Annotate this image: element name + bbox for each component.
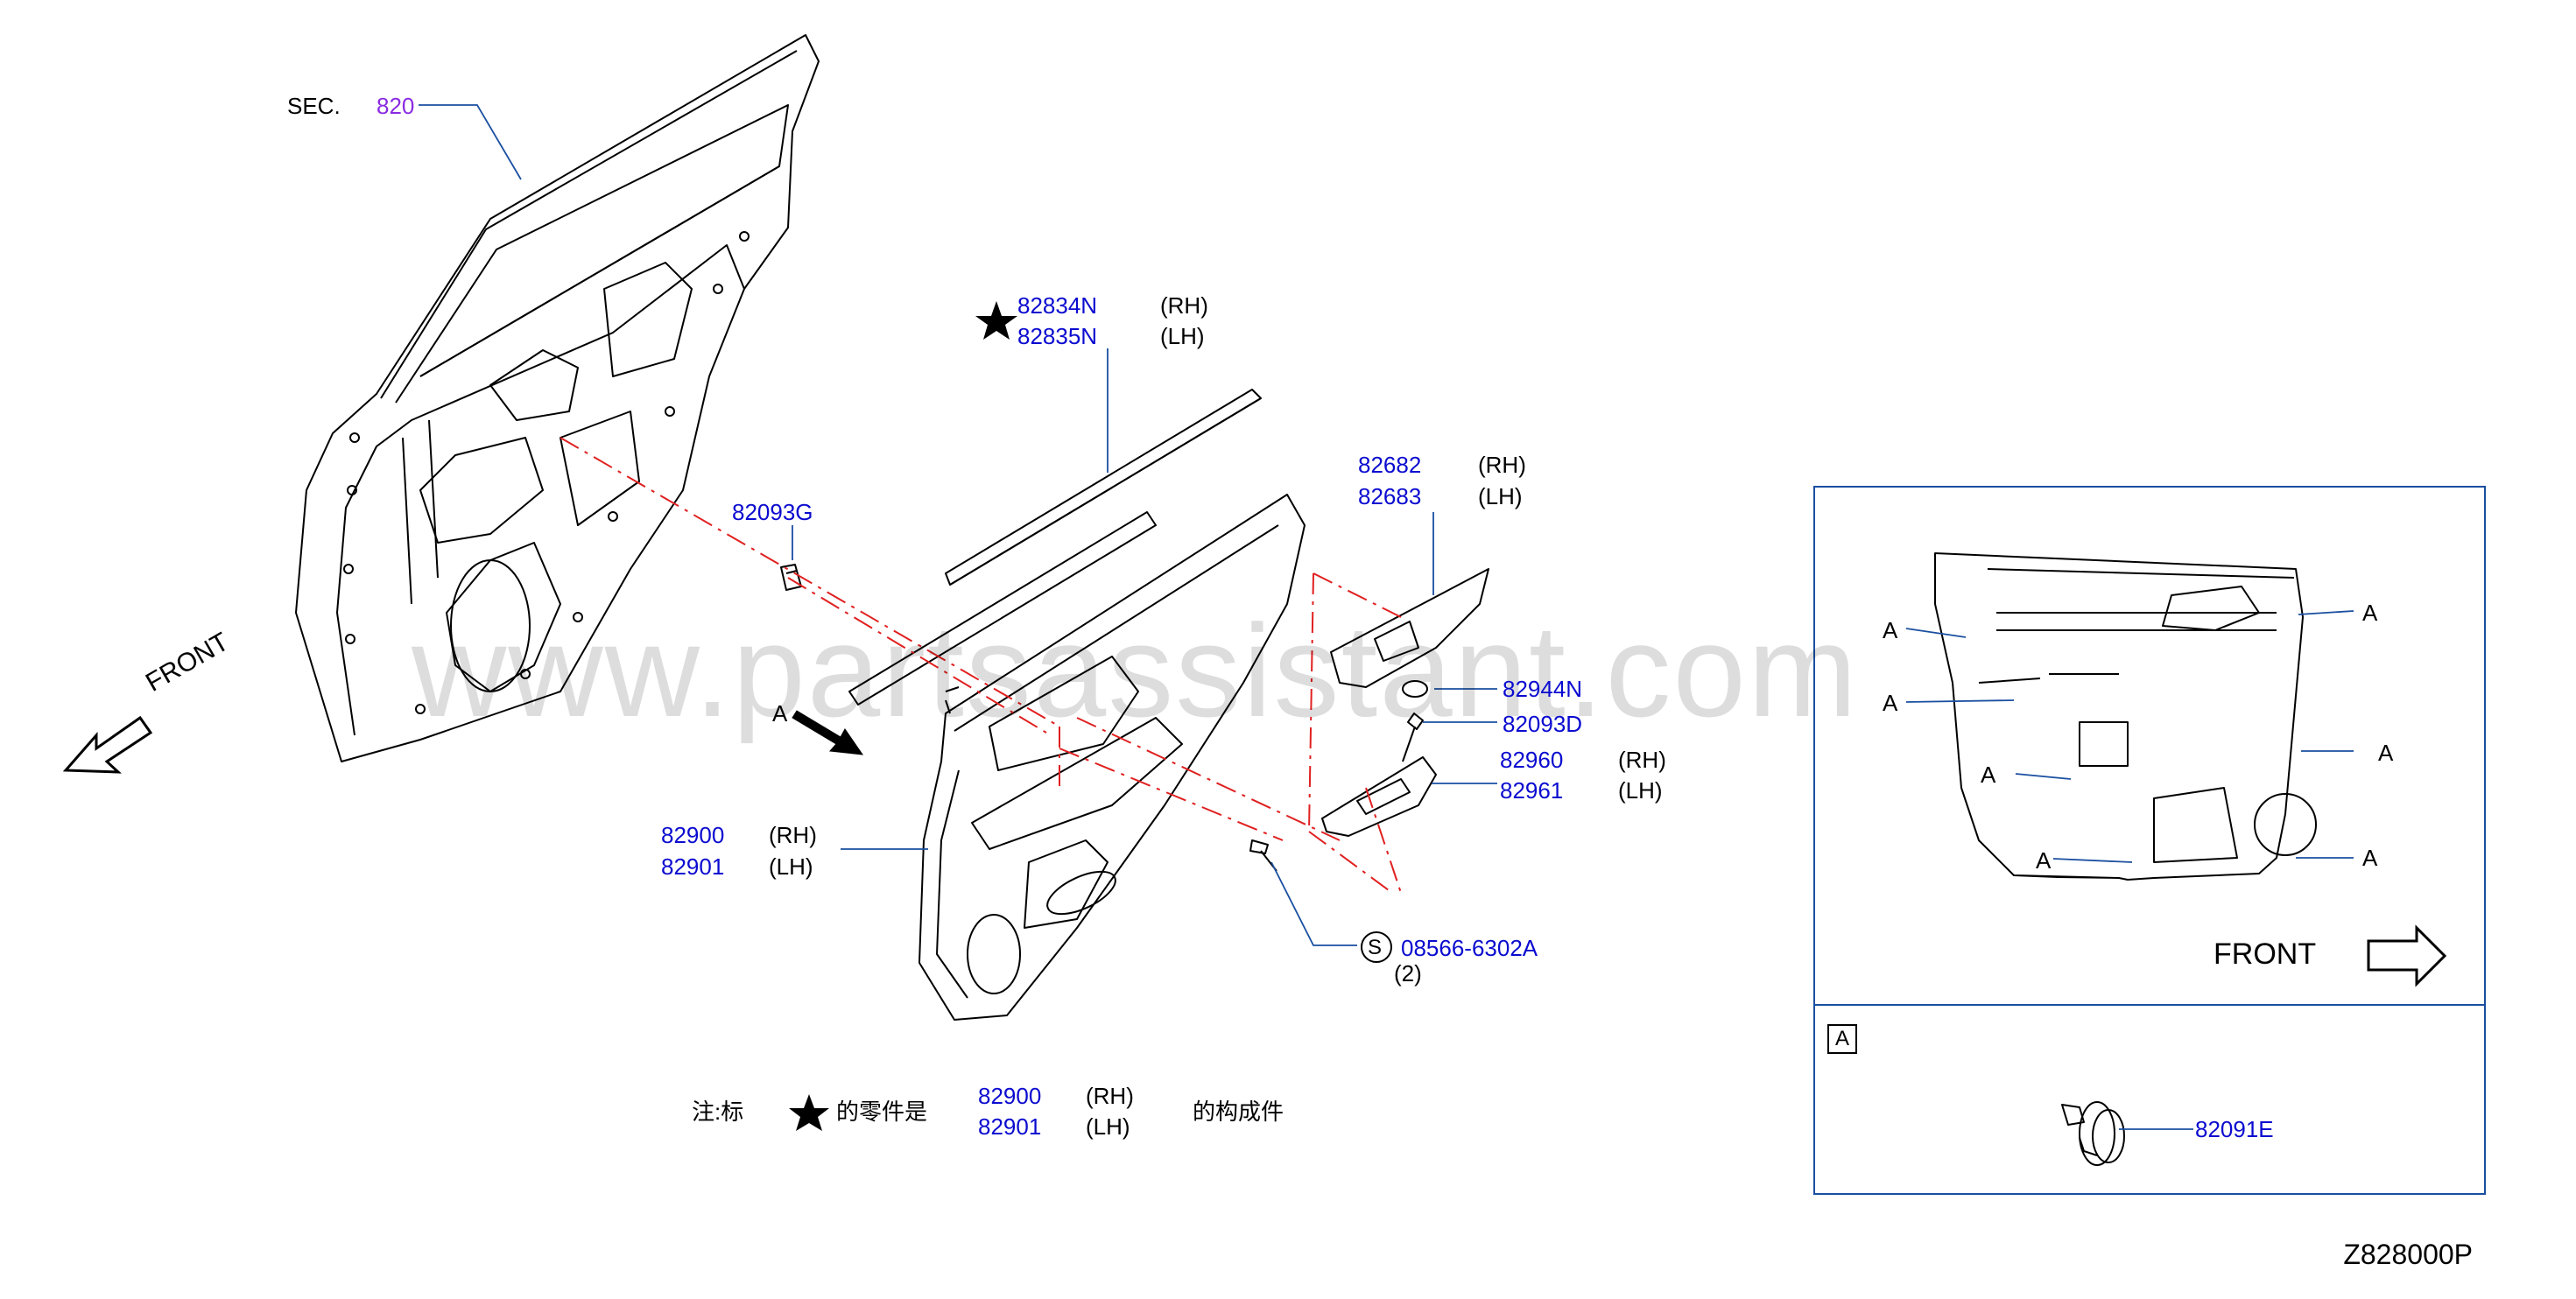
rh-82834n: (RH) bbox=[1160, 292, 1208, 319]
part-82835n[interactable]: 82835N bbox=[1017, 323, 1098, 349]
note-part-82900[interactable]: 82900 bbox=[978, 1083, 1042, 1109]
alignment-lines bbox=[560, 437, 1402, 894]
part-82091e[interactable]: 82091E bbox=[2195, 1116, 2274, 1142]
finisher-strip bbox=[848, 511, 1157, 706]
lh-82961: (LH) bbox=[1618, 777, 1663, 804]
weatherstrip-moulding bbox=[945, 389, 1262, 586]
door-shell bbox=[295, 34, 820, 762]
front-arrow-right-icon bbox=[2367, 924, 2447, 987]
note-suffix: 的构成件 bbox=[1193, 1099, 1284, 1125]
part-82960[interactable]: 82960 bbox=[1500, 747, 1564, 773]
sec-prefix: SEC. bbox=[287, 93, 341, 119]
note-part-82901[interactable]: 82901 bbox=[978, 1113, 1042, 1140]
inset-a-7: A bbox=[2362, 845, 2378, 871]
inset-door-trim bbox=[1934, 552, 2317, 881]
star-icon bbox=[975, 301, 1017, 340]
inset-frame bbox=[1813, 486, 2486, 1195]
rh-82682: (RH) bbox=[1478, 452, 1526, 478]
part-82093d[interactable]: 82093D bbox=[1503, 711, 1583, 737]
part-82834n[interactable]: 82834N bbox=[1017, 292, 1098, 319]
note-star-icon bbox=[789, 1094, 829, 1131]
screw-s-symbol: S bbox=[1368, 936, 1383, 959]
door-trim-panel bbox=[918, 494, 1306, 1021]
diagram-code: Z828000P bbox=[2343, 1239, 2473, 1270]
screw-s-circle-icon bbox=[1361, 931, 1392, 963]
inset-a-5: A bbox=[2362, 600, 2378, 626]
part-82900[interactable]: 82900 bbox=[661, 822, 725, 848]
part-82944n[interactable]: 82944N bbox=[1503, 676, 1583, 702]
front-label-inset: FRONT bbox=[2214, 937, 2317, 971]
view-a-marker: A bbox=[772, 700, 788, 727]
inset-a-2: A bbox=[1883, 690, 1898, 716]
view-a-arrow-icon bbox=[792, 710, 864, 755]
part-82683[interactable]: 82683 bbox=[1358, 483, 1422, 509]
clip-82093g bbox=[780, 564, 802, 591]
part-82682[interactable]: 82682 bbox=[1358, 452, 1422, 478]
clip-82091e bbox=[2061, 1101, 2125, 1166]
qty-08566: (2) bbox=[1394, 960, 1422, 987]
sec-link-820[interactable]: 820 bbox=[377, 93, 415, 119]
lh-82835n: (LH) bbox=[1160, 323, 1205, 349]
note-prefix: 注:标 bbox=[692, 1099, 744, 1125]
lh-82683: (LH) bbox=[1478, 483, 1523, 509]
rh-82900: (RH) bbox=[769, 822, 817, 848]
armrest-finisher bbox=[1330, 568, 1489, 688]
note-lh: (LH) bbox=[1086, 1113, 1130, 1140]
inset-a-6: A bbox=[2378, 740, 2394, 766]
lh-82901: (LH) bbox=[769, 853, 813, 880]
part-82093g[interactable]: 82093G bbox=[732, 499, 813, 525]
part-82961[interactable]: 82961 bbox=[1500, 777, 1564, 804]
watermark: www.partsassistant.com bbox=[412, 597, 1859, 744]
part-08566-6302a[interactable]: 08566-6302A bbox=[1401, 935, 1538, 961]
part-82901[interactable]: 82901 bbox=[661, 853, 725, 880]
inset-a-1: A bbox=[1883, 617, 1898, 643]
inset-a-4: A bbox=[2036, 847, 2052, 874]
cap-82944n bbox=[1402, 680, 1428, 698]
switch-finisher bbox=[1321, 756, 1437, 837]
note-mid: 的零件是 bbox=[836, 1099, 928, 1125]
inset-a-3: A bbox=[1981, 762, 1996, 788]
leader-lines bbox=[419, 104, 2354, 1130]
note-rh: (RH) bbox=[1086, 1083, 1134, 1109]
section-a-box: A bbox=[1827, 1024, 1857, 1054]
rh-82960: (RH) bbox=[1618, 747, 1666, 773]
screw-82093d bbox=[1402, 713, 1424, 762]
front-arrow-left-icon bbox=[62, 715, 153, 774]
